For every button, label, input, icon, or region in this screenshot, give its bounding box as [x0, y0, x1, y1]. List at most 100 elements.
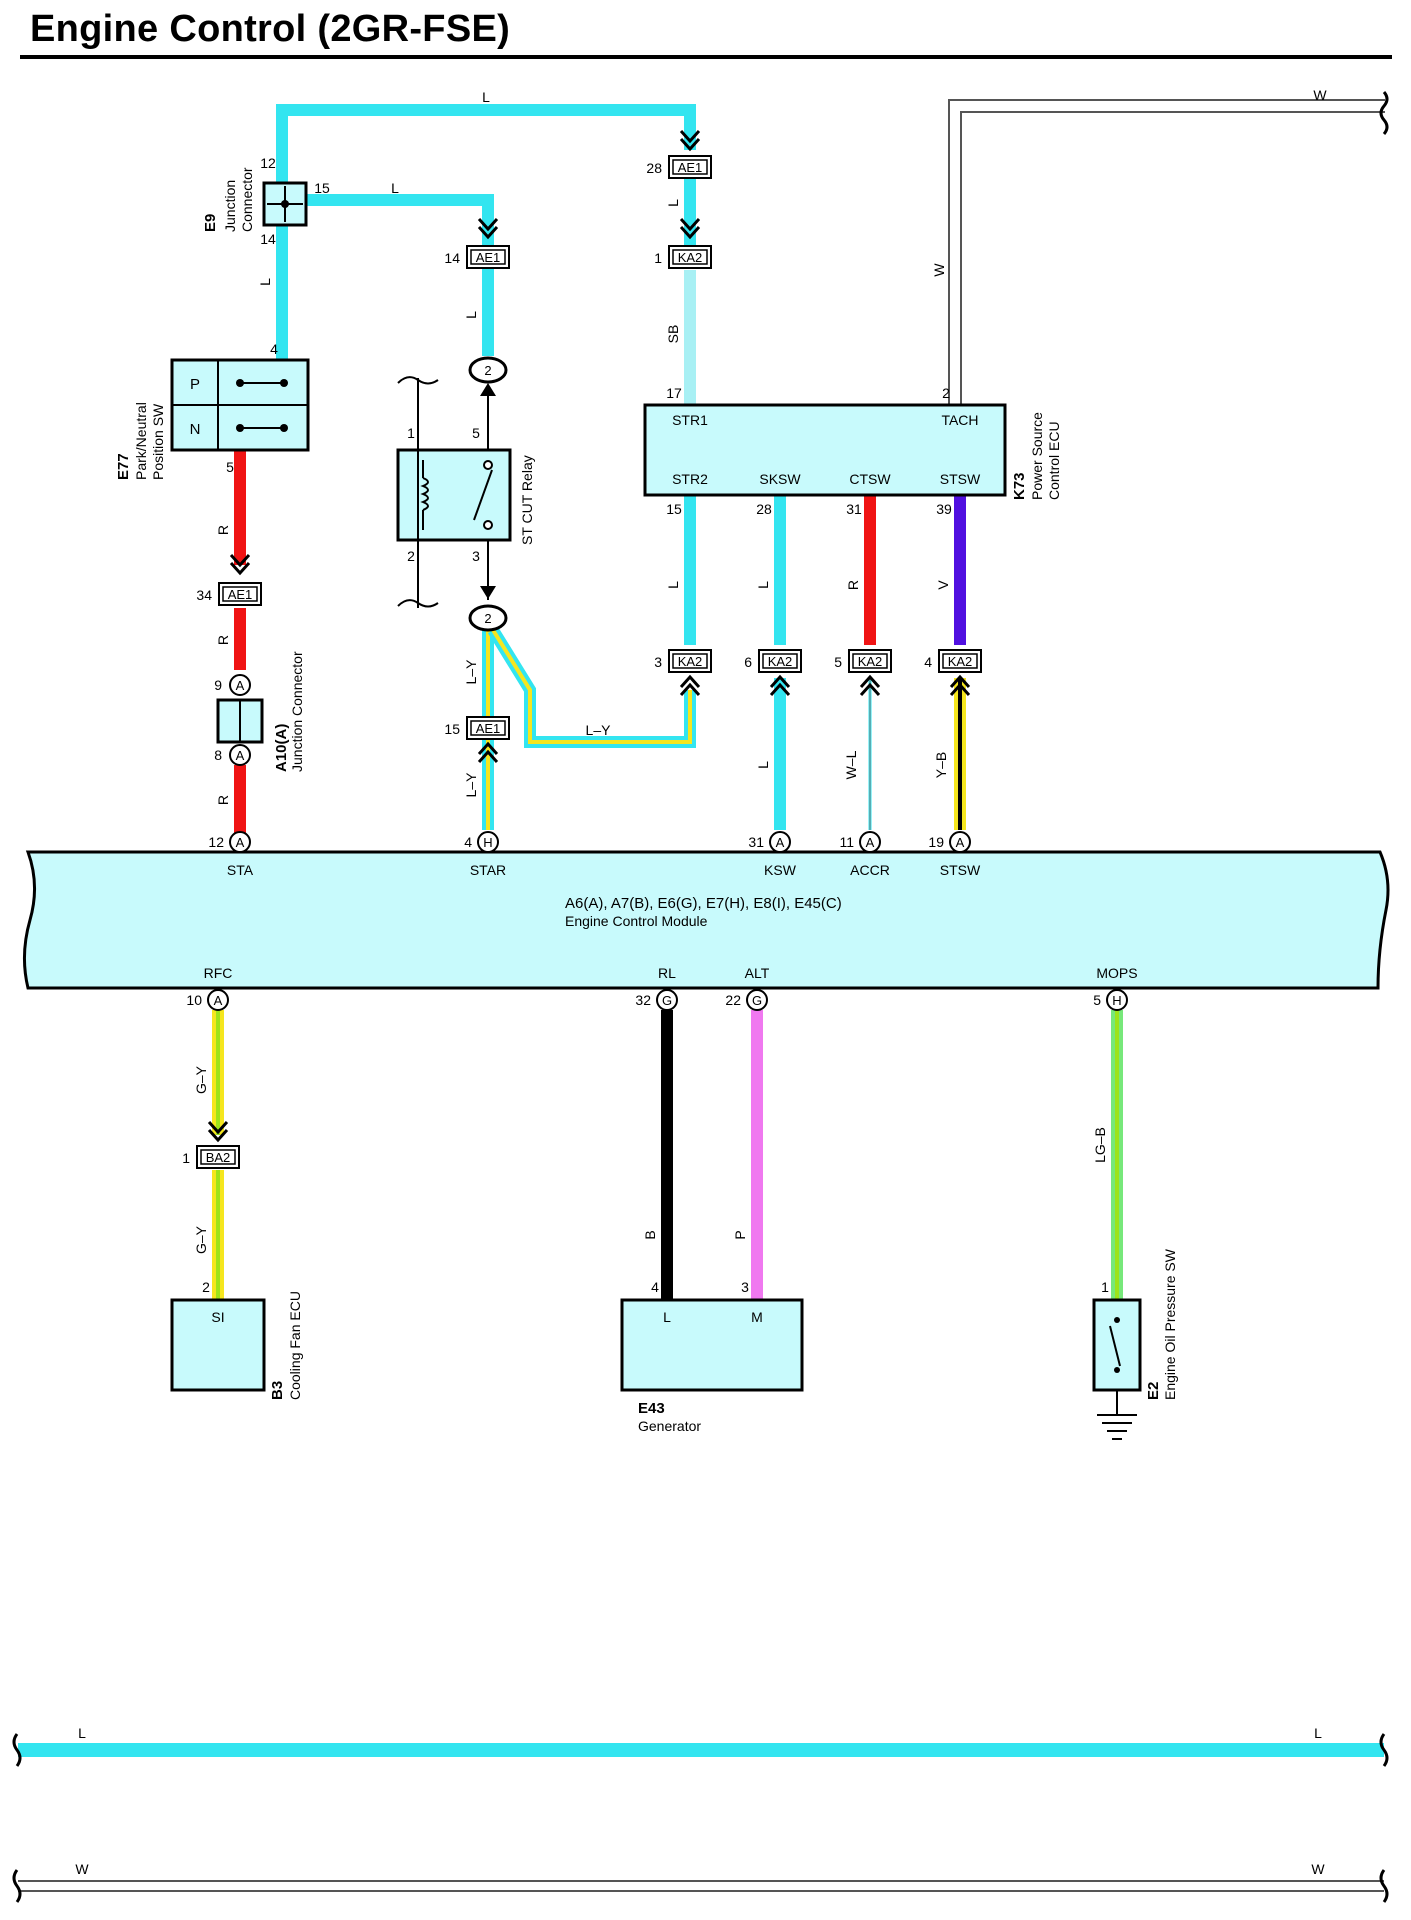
ecm-pin-ksw-letter: A — [776, 835, 785, 850]
chevron-ae1-28 — [679, 137, 701, 152]
ecm-pin-star — [477, 831, 499, 853]
a10-pin-8 — [229, 744, 251, 766]
wire-code-bottom-l-right: L — [1314, 1725, 1322, 1741]
wire-code-bottom-l-left: L — [78, 1725, 86, 1741]
e2-name: Engine Oil Pressure SW — [1162, 1248, 1178, 1400]
e77-label-n: N — [190, 421, 201, 438]
wire-code-alt: P — [732, 1230, 748, 1239]
ecm-pin-star-number: 4 — [464, 834, 472, 850]
ecm-pin-mops-number: 5 — [1093, 992, 1101, 1008]
wire-code-accr: W–L — [843, 750, 859, 779]
relay-pin-3: 3 — [472, 548, 480, 564]
e9-name-2: Connector — [239, 167, 255, 232]
wire-code-relay-ly: L–Y — [463, 659, 479, 685]
title-underline — [20, 55, 1392, 59]
wire-code-ae1-relay: L — [463, 311, 479, 319]
e77-pin-4: 4 — [270, 341, 278, 357]
chevron-ae1-15 — [477, 749, 499, 764]
e77-pin-5: 5 — [226, 459, 234, 475]
chevron-ka2-6 — [769, 682, 791, 697]
wire-code-mops: LG–B — [1092, 1127, 1108, 1163]
ecm-pin-rl — [656, 989, 678, 1011]
relay-contact-bottom — [483, 520, 493, 530]
k73-name-2: Control ECU — [1046, 421, 1062, 500]
wire-code-stsw: V — [935, 580, 951, 590]
e77-name-2: Position SW — [150, 403, 166, 480]
ecm-pin-star-letter: H — [483, 835, 492, 850]
ecm-pin-mops-letter: H — [1112, 993, 1121, 1008]
connector-ka2-3-pin: 3 — [654, 654, 662, 670]
connector-ae1-28-pin: 28 — [646, 160, 662, 176]
ecm-pin-sta-number: 12 — [208, 834, 224, 850]
chevron-ka2-6 — [769, 674, 791, 689]
k73-pin-17: 17 — [666, 385, 682, 401]
ecm-term-ksw: KSW — [764, 862, 797, 878]
ecm-term-accr: ACCR — [850, 862, 890, 878]
chevron-ae1-34 — [229, 561, 251, 576]
relay-body — [396, 448, 512, 542]
chevron-ka2-4 — [949, 674, 971, 689]
ecm-term-rl: RL — [658, 965, 676, 981]
wire-w-tach-outline — [948, 99, 1385, 405]
connector-ka2-3 — [668, 649, 712, 673]
connector-ae1-15-id: AE1 — [476, 721, 501, 736]
chevron-ka2-3 — [679, 682, 701, 697]
e2-switch-arm — [1109, 1325, 1121, 1367]
page-title: Engine Control (2GR-FSE) — [30, 8, 511, 50]
wire-code-sksw: L — [755, 581, 771, 589]
ecm-codes: A6(A), A7(B), E6(G), E7(H), E8(I), E45(C… — [565, 895, 842, 912]
ecm-pin-alt — [746, 989, 768, 1011]
connector-ae1-28-id: AE1 — [678, 160, 703, 175]
chevron-ka2-4 — [949, 682, 971, 697]
wire-break-bottom-0 — [12, 1733, 22, 1767]
e43-generator — [620, 1298, 804, 1392]
k73-term-stsw: STSW — [940, 471, 981, 487]
ecm-pin-rfc-number: 10 — [186, 992, 202, 1008]
chevron-ba2-1 — [207, 1120, 229, 1135]
ecm-pin-ksw-number: 31 — [748, 834, 764, 850]
e2-pin-1: 1 — [1101, 1279, 1109, 1295]
b3-cooling-fan-ecu — [170, 1298, 266, 1392]
relay-pin-5: 5 — [472, 425, 480, 441]
connector-ba2-1-inner — [200, 1149, 236, 1165]
connector-ka2-3-id: KA2 — [678, 654, 703, 669]
ecm-pin-stsw — [949, 831, 971, 853]
e9-pin-12: 12 — [260, 155, 276, 171]
wire-code-str2: L — [665, 581, 681, 589]
relay-junction-top-label: 2 — [484, 363, 491, 378]
ecm-pin-alt-number: 22 — [725, 992, 741, 1008]
chevron-ka2-3 — [679, 674, 701, 689]
wire-break-bottom-1 — [1379, 1733, 1389, 1767]
relay-junction-bottom-label: 2 — [484, 611, 491, 626]
connector-ka2-4 — [938, 649, 982, 673]
wire-code-w-tach-vert: W — [931, 263, 947, 277]
chevron-ka2-1 — [679, 225, 701, 240]
a10-name: Junction Connector — [289, 651, 305, 772]
b3-pin-2: 2 — [202, 1279, 210, 1295]
ecm-pin-stsw-letter: A — [956, 835, 965, 850]
e2-contact-top — [1114, 1317, 1120, 1323]
a10-pin-9-letter: A — [236, 678, 245, 693]
wire-code-bottom-w-right: W — [1311, 1861, 1325, 1877]
chevron-ae1-14 — [477, 217, 499, 232]
e43-code: E43 — [638, 1400, 665, 1417]
ecm-pin-accr-number: 11 — [839, 834, 854, 850]
connector-ae1-34-id: AE1 — [228, 587, 253, 602]
connector-ae1-14-inner — [470, 249, 506, 265]
connector-ka2-3-inner — [672, 653, 708, 669]
connector-ka2-1-pin: 1 — [654, 250, 662, 266]
ecm-pin-rl-letter: G — [662, 993, 672, 1008]
relay-junction-top — [468, 356, 508, 384]
ecm-pin-rl-number: 32 — [635, 992, 651, 1008]
e9-code: E9 — [202, 214, 219, 232]
relay-bracket-wave-bottom — [397, 599, 439, 608]
ecm-term-alt: ALT — [745, 965, 770, 981]
ecm-pin-accr-letter: A — [866, 835, 875, 850]
k73-term-sksw: SKSW — [759, 471, 801, 487]
relay-arrow-up — [480, 383, 496, 396]
k73-name-1: Power Source — [1029, 412, 1045, 500]
wire-top-l — [276, 104, 696, 202]
ecm-pin-accr — [859, 831, 881, 853]
ecm-pin-stsw-number: 19 — [928, 834, 944, 850]
